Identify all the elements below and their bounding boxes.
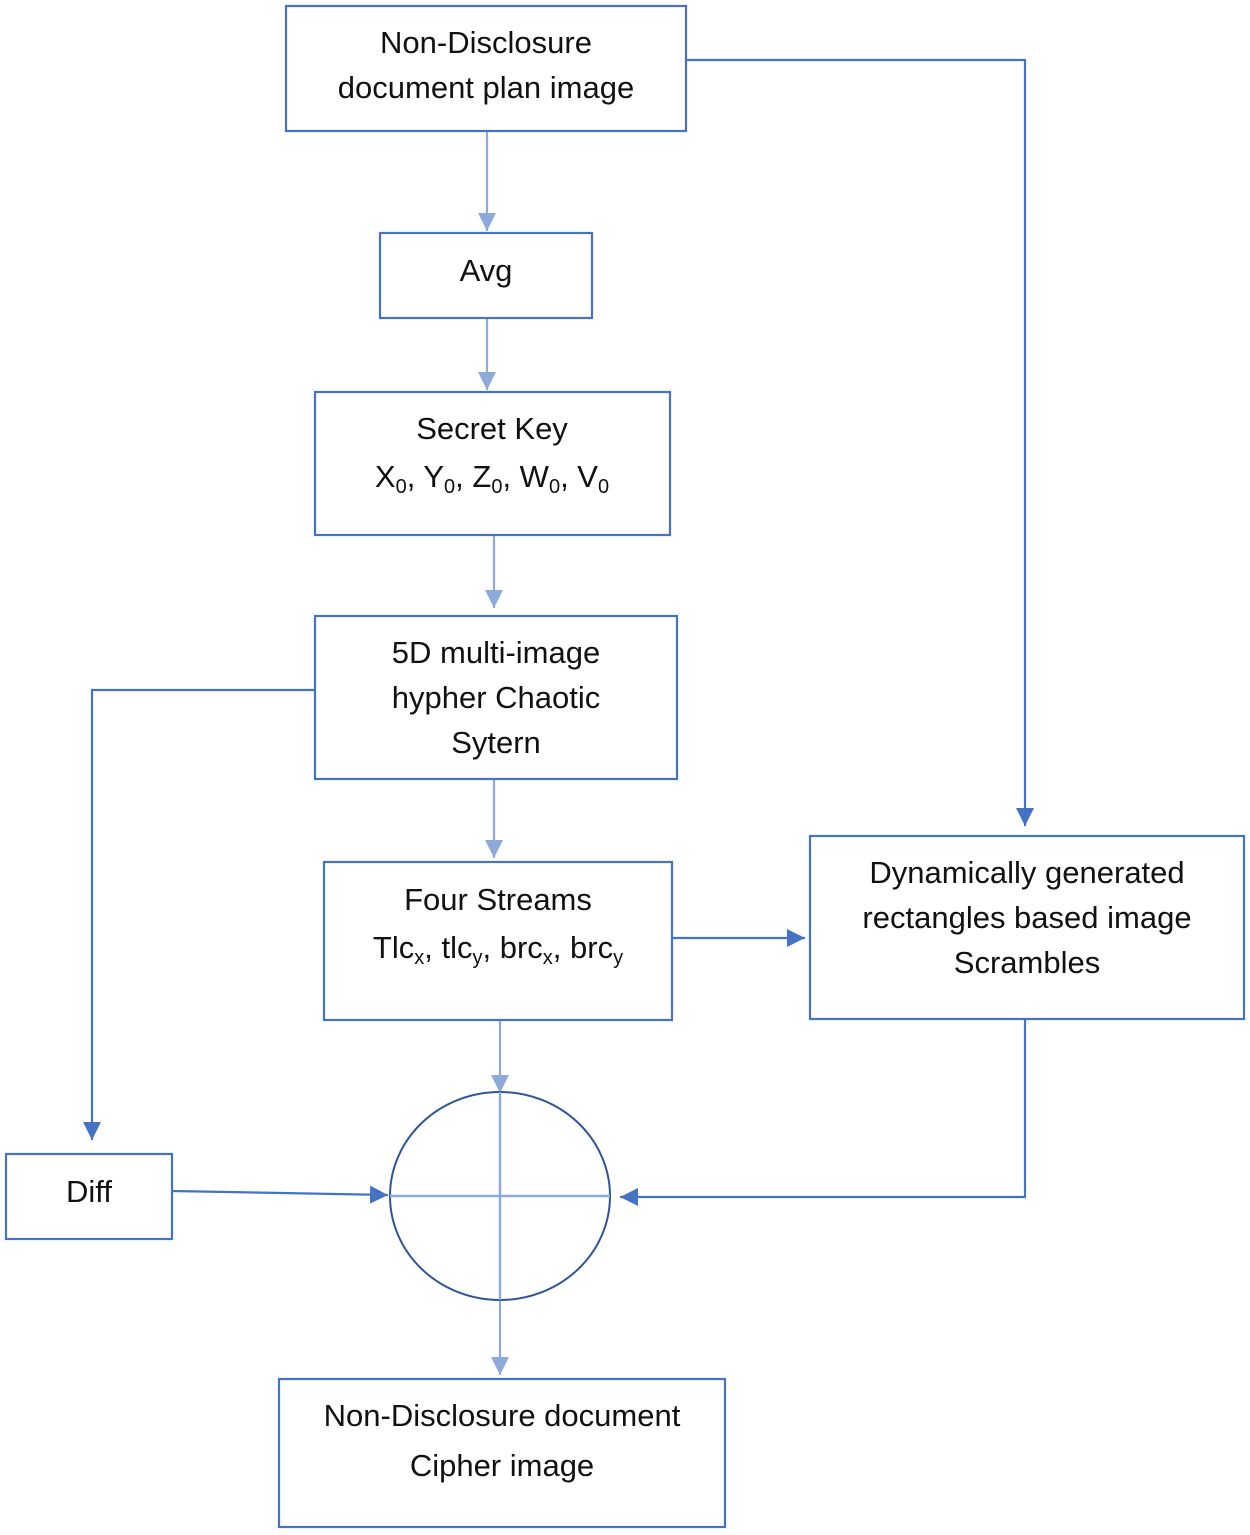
node-chaotic-label-2: hypher Chaotic: [392, 680, 601, 715]
stream-subscript: x: [543, 947, 553, 969]
node-diff: Diff: [4, 1152, 174, 1241]
node-diff-label: Diff: [66, 1174, 112, 1209]
node-input: Non-Disclosure document plan image: [284, 4, 688, 133]
node-chaotic-label-3: Sytern: [451, 725, 541, 760]
secret-key-var: X: [375, 459, 396, 494]
node-streams-box: [322, 860, 674, 1022]
node-streams-vars: Tlcx, tlcy, brcx, brcy: [373, 930, 623, 969]
stream-subscript: y: [613, 947, 623, 969]
node-diff-box: [4, 1152, 174, 1241]
arrow-scramble-to-xor: [620, 1019, 1027, 1206]
secret-key-subscript: 0: [491, 476, 502, 498]
node-input-label-1: Non-Disclosure: [380, 25, 592, 60]
node-output-label-1: Non-Disclosure document: [324, 1398, 681, 1433]
stream-var: , brc: [482, 930, 542, 965]
node-avg-box: [378, 231, 594, 320]
node-chaotic-box: [313, 614, 679, 781]
secret-key-var: , W: [502, 459, 549, 494]
edges: [83, 58, 1034, 1375]
arrow-input-to-scramble: [686, 58, 1034, 826]
node-scramble-box: [808, 834, 1246, 1021]
stream-var: , brc: [553, 930, 613, 965]
node-output: Non-Disclosure document Cipher image: [277, 1377, 727, 1529]
node-chaotic-label-1: 5D multi-image: [392, 635, 600, 670]
arrow-diff-to-xor: [171, 1185, 389, 1204]
secret-key-subscript: 0: [444, 476, 455, 498]
node-input-label-2: document plan image: [338, 70, 634, 105]
node-secret-key-vars: X0, Y0, Z0, W0, V0: [375, 459, 609, 498]
node-streams-title: Four Streams: [404, 882, 592, 917]
secret-key-var: , Z: [455, 459, 491, 494]
node-secret-key-box: [313, 390, 672, 537]
node-scramble-label-3: Scrambles: [954, 945, 1100, 980]
node-avg: Avg: [378, 231, 594, 320]
secret-key-subscript: 0: [598, 476, 609, 498]
node-avg-label: Avg: [460, 253, 513, 288]
xor-operator: [389, 1091, 611, 1301]
stream-var: Tlc: [373, 930, 414, 965]
node-input-box: [284, 4, 688, 133]
node-secret-key-title: Secret Key: [416, 411, 568, 446]
node-output-label-2: Cipher image: [410, 1448, 594, 1483]
node-scramble: Dynamically generated rectangles based i…: [808, 834, 1246, 1021]
stream-var: , tlc: [424, 930, 472, 965]
node-output-box: [277, 1377, 727, 1529]
secret-key-var: , Y: [407, 459, 444, 494]
node-scramble-label-2: rectangles based image: [862, 900, 1191, 935]
node-scramble-label-1: Dynamically generated: [869, 855, 1184, 890]
node-secret-key: Secret Key X0, Y0, Z0, W0, V0: [313, 390, 672, 537]
stream-subscript: x: [414, 947, 424, 969]
secret-key-var: , V: [560, 459, 598, 494]
node-chaotic: 5D multi-image hypher Chaotic Sytern: [313, 614, 679, 781]
arrow-chaotic-to-diff: [83, 688, 315, 1140]
secret-key-subscript: 0: [396, 476, 407, 498]
stream-subscript: y: [472, 947, 482, 969]
node-streams: Four Streams Tlcx, tlcy, brcx, brcy: [322, 860, 674, 1022]
secret-key-subscript: 0: [549, 476, 560, 498]
